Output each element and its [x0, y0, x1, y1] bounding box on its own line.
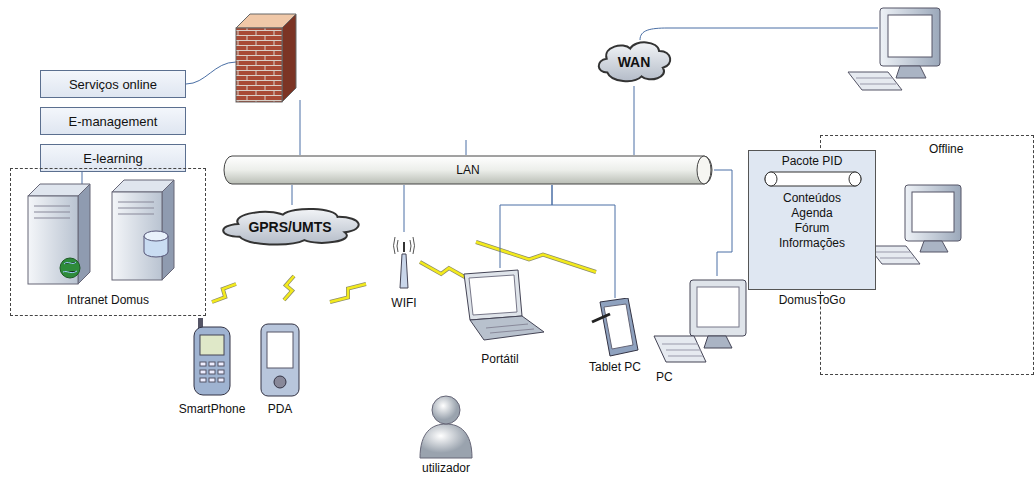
gprs-cloud: GPRS/UMTS — [218, 205, 362, 249]
user-label: utilizador — [422, 461, 470, 475]
smartphone-node: SmartPhone — [180, 318, 244, 416]
node-label: E-management — [69, 114, 158, 129]
wifi-node: WIFI — [378, 232, 430, 310]
wireless-links — [212, 242, 596, 302]
pc-icon — [640, 276, 750, 368]
node-label: WAN — [618, 54, 651, 70]
wireless-bolt — [420, 262, 470, 280]
service-box: E-management — [40, 107, 186, 135]
lan-band: LAN — [222, 155, 714, 185]
package-pipe — [763, 171, 863, 187]
node-label: PC — [656, 370, 673, 384]
wireless-bolt — [284, 276, 294, 300]
package-box: Pacote PID Conteúdos Agenda Fórum Informa… — [748, 150, 876, 290]
intranet-region: Intranet Domus — [10, 168, 206, 316]
wireless-bolt — [284, 276, 294, 300]
network-link — [404, 185, 405, 232]
wifi-antenna — [393, 232, 415, 292]
laptop-node: Portátil — [450, 268, 550, 366]
node-label: Serviços online — [69, 77, 157, 92]
pda-node: PDA — [254, 322, 306, 416]
wireless-bolt — [212, 284, 236, 302]
node-label: E-learning — [83, 151, 142, 166]
node-label: GPRS/UMTS — [248, 219, 331, 235]
pc-node: PC — [640, 276, 750, 384]
wireless-bolt — [420, 262, 470, 280]
wireless-bolt — [476, 242, 596, 272]
node-label: LAN — [456, 163, 479, 177]
tablet-node: Tablet PC — [578, 298, 652, 374]
network-link — [292, 185, 293, 205]
node-label: Intranet Domus — [11, 293, 205, 307]
wireless-bolt — [330, 284, 366, 302]
network-link — [500, 185, 552, 268]
node-label: Tablet PC — [589, 360, 641, 374]
tablet-icon — [588, 298, 642, 358]
wan-cloud: WAN — [596, 38, 672, 86]
user-figure — [420, 396, 472, 458]
network-link — [552, 185, 615, 298]
firewall — [236, 14, 296, 102]
node-label: PDA — [268, 402, 293, 416]
node-label: DomusToGo — [779, 293, 846, 307]
network-link — [714, 170, 732, 276]
network-link — [634, 86, 635, 155]
laptop-icon — [456, 268, 546, 348]
node-label: SmartPhone — [179, 402, 246, 416]
node-label: Portátil — [481, 352, 518, 366]
smartphone-icon — [190, 318, 234, 398]
server-towers — [28, 180, 174, 284]
node-label: Pacote PID — [749, 154, 875, 168]
offline-computer — [868, 185, 961, 264]
node-label: WIFI — [391, 296, 416, 310]
node-label: Offline — [929, 142, 963, 156]
node-label: Conteúdos Agenda Fórum Informações — [773, 191, 851, 251]
service-box: Serviços online — [40, 70, 186, 98]
wireless-bolt — [212, 284, 236, 302]
wireless-bolt — [330, 284, 366, 302]
pda-icon — [258, 322, 302, 398]
wireless-bolt — [476, 242, 596, 272]
remote-computer — [848, 8, 940, 90]
